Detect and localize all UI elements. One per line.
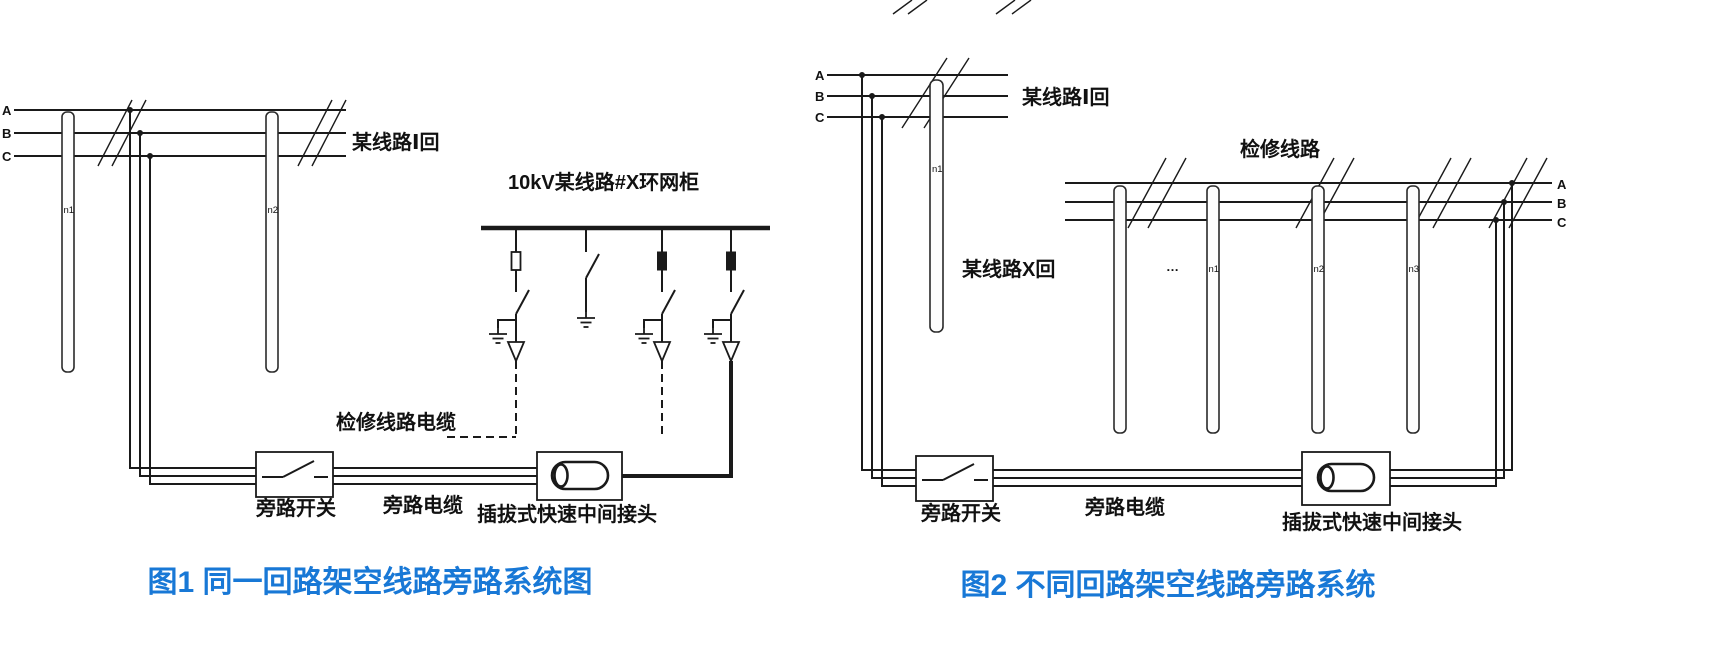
fig2-return-lines — [1390, 180, 1515, 487]
fig2-different-circuit-bypass-diagram: A B C 某线路Ⅰ回 n1 — [815, 0, 1567, 602]
fig2-left-phase-a-label: A — [815, 68, 825, 83]
fig1-circuit-label: 某线路Ⅰ回 — [352, 130, 439, 154]
fig2-circuitx-pole-n3-label: n3 — [1409, 264, 1420, 275]
fig2-circuitx-phase-lines — [1065, 182, 1552, 221]
fig1-rmu-feeder-1 — [488, 228, 530, 437]
fig2-circuitx-pole-n1-label: n1 — [1209, 264, 1220, 275]
fig2-right-phase-a-label: A — [1557, 177, 1567, 192]
earth-ground-icon — [703, 327, 723, 344]
fig1-caption: 图1 同一回路架空线路旁路系统图 — [147, 565, 592, 599]
fig2-pole-n1: n1 — [929, 79, 944, 333]
fig2-bypass-cable-lines — [993, 469, 1302, 487]
fig2-pole-n1-label: n1 — [932, 164, 943, 175]
fig2-circuitx-hatch-marks — [1127, 157, 1548, 229]
earth-ground-icon — [634, 327, 654, 344]
fig2-right-phase-b-label: B — [1557, 196, 1566, 211]
fig2-connector-box — [1301, 451, 1391, 506]
fig2-disconnect-switch-icon — [922, 463, 988, 481]
fig2-circuit1-phase-lines — [827, 74, 1008, 118]
fig1-pole-n1-label: n1 — [64, 205, 75, 216]
fig2-circuitx-pole-n3: n3 — [1406, 185, 1420, 434]
fig2-circuitx-label: 某线路X回 — [962, 257, 1055, 281]
fig2-bypass-switch-label: 旁路开关 — [920, 501, 1001, 525]
fig2-bypass-switch-box — [915, 455, 994, 502]
fig2-caption: 图2 不同回路架空线路旁路系统 — [960, 568, 1375, 602]
cable-termination-icon — [506, 341, 526, 364]
fig1-connector-label: 插拔式快速中间接头 — [477, 502, 657, 526]
fig2-connector-label: 插拔式快速中间接头 — [1282, 510, 1462, 534]
fig2-left-phase-b-label: B — [815, 89, 824, 104]
fig2-tap-lines — [859, 72, 916, 487]
fig1-phase-a-label: A — [2, 103, 12, 118]
fig2-circuit1-label: 某线路Ⅰ回 — [1022, 85, 1109, 109]
fig1-rmu-title: 10kV某线路#X环网柜 — [508, 170, 699, 194]
fig1-bypass-switch-box — [255, 451, 334, 498]
fig2-circuitx-pole-n2-label: n2 — [1314, 264, 1325, 275]
fig1-bypass-switch-label: 旁路开关 — [255, 496, 336, 520]
fig1-tap-lines — [127, 107, 256, 485]
fig2-circuitx-pole-1 — [1113, 185, 1127, 434]
fig1-rmu-feeder-3 — [634, 228, 676, 437]
cable-termination-icon — [721, 341, 741, 364]
fig1-return-cable — [622, 361, 733, 478]
fig1-connector-box — [536, 451, 623, 501]
earth-ground-icon — [488, 327, 508, 344]
cable-termination-icon — [652, 341, 672, 364]
fig1-disconnect-switch-icon — [262, 460, 328, 478]
fig1-maintenance-cable-label: 检修线路电缆 — [336, 410, 456, 434]
fig1-phase-b-label: B — [2, 126, 11, 141]
fig1-rmu-feeder-2 — [576, 228, 600, 328]
fig1-bypass-cable-lines — [333, 467, 537, 485]
fig1-same-circuit-bypass-diagram: A B C n1 n2 某线路Ⅰ回 — [2, 99, 770, 599]
fig1-pole-n2-label: n2 — [268, 205, 279, 216]
fig1-bypass-cable-label: 旁路电缆 — [382, 493, 463, 517]
fig2-right-phase-c-label: C — [1557, 215, 1567, 230]
fig2-maintenance-line-label: 检修线路 — [1240, 137, 1321, 161]
fig2-bypass-cable-label: 旁路电缆 — [1084, 495, 1165, 519]
fig2-circuitx-pole-n1: n1 — [1206, 185, 1220, 434]
fig2-connector-cylinder-icon — [1316, 462, 1376, 493]
fig2-left-phase-c-label: C — [815, 110, 825, 125]
fig1-connector-cylinder-icon — [550, 460, 610, 491]
fig1-ring-main-unit: 10kV某线路#X环网柜 — [481, 170, 770, 437]
fig2-circuitx-pole-n2: n2 — [1311, 185, 1325, 434]
fig1-phase-c-label: C — [2, 149, 12, 164]
earth-ground-icon — [576, 311, 596, 328]
fig1-pole-n1: n1 — [61, 111, 75, 373]
fig1-rmu-feeder-4 — [703, 228, 745, 364]
fig2-top-cropped-hatch-marks — [892, 0, 1032, 15]
fig2-pole-ellipsis: … — [1166, 259, 1179, 274]
fig1-pole-n2: n2 — [265, 111, 279, 373]
